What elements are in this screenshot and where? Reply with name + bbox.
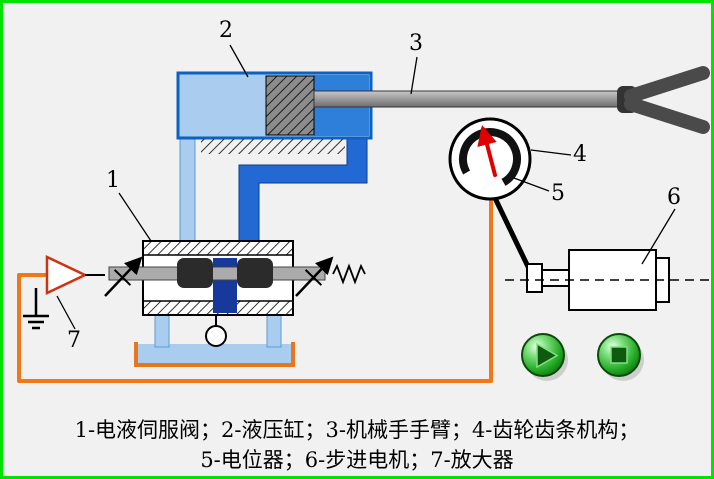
amplifier [23,255,105,330]
valve-port [213,258,237,313]
return-pipe-left [154,312,170,348]
gauge-motor-link [492,196,535,277]
leader-lines [56,44,676,330]
leader-2 [229,44,249,78]
label-6: 6 [667,185,681,210]
label-1: 1 [106,168,120,193]
piston-rod [313,90,626,108]
oil-tank [134,342,295,367]
manipulator-arm [313,66,710,134]
leader-6 [641,208,676,265]
potentiometer-track [459,128,521,186]
label-5: 5 [551,181,565,206]
gauge-needle [477,125,497,177]
leader-3 [410,56,418,95]
spool-land-right [237,258,273,288]
fixed-mount-hatch [201,139,345,154]
servo-valve [104,240,366,316]
ground-symbol [23,288,49,330]
return-pipe-right [266,312,282,348]
stop-button[interactable] [597,333,644,381]
valve-spool [108,266,326,281]
feedback-wire [17,200,493,383]
hydraulic-cylinder [176,71,373,154]
leader-1 [118,192,152,242]
spring-symbol [332,263,366,285]
leader-7 [56,295,76,330]
play-button[interactable] [521,333,568,381]
spool-land-left [177,258,213,288]
leader-5 [513,177,550,192]
play-icon [536,342,559,369]
gripper-finger-top [624,66,710,103]
pipe-light [179,135,196,242]
amplifier-triangle [45,255,88,295]
leader-4 [530,149,572,156]
label-3: 3 [409,31,423,56]
diagram-canvas [17,44,710,383]
stop-icon [610,346,628,364]
label-7: 7 [67,328,81,353]
stepper-motor [505,249,709,311]
caption-line-2: 5-电位器；6-步进电机；7-放大器 [200,448,514,472]
label-4: 4 [573,142,587,167]
caption-line-1: 1-电液伺服阀；2-液压缸；3-机械手手臂；4-齿轮齿条机构； [74,418,640,442]
label-2: 2 [219,18,233,43]
gear-rack-gauge [448,117,532,201]
caption: 1-电液伺服阀；2-液压缸；3-机械手手臂；4-齿轮齿条机构； 5-电位器；6-… [3,415,711,475]
gripper-finger-bottom [624,97,710,134]
